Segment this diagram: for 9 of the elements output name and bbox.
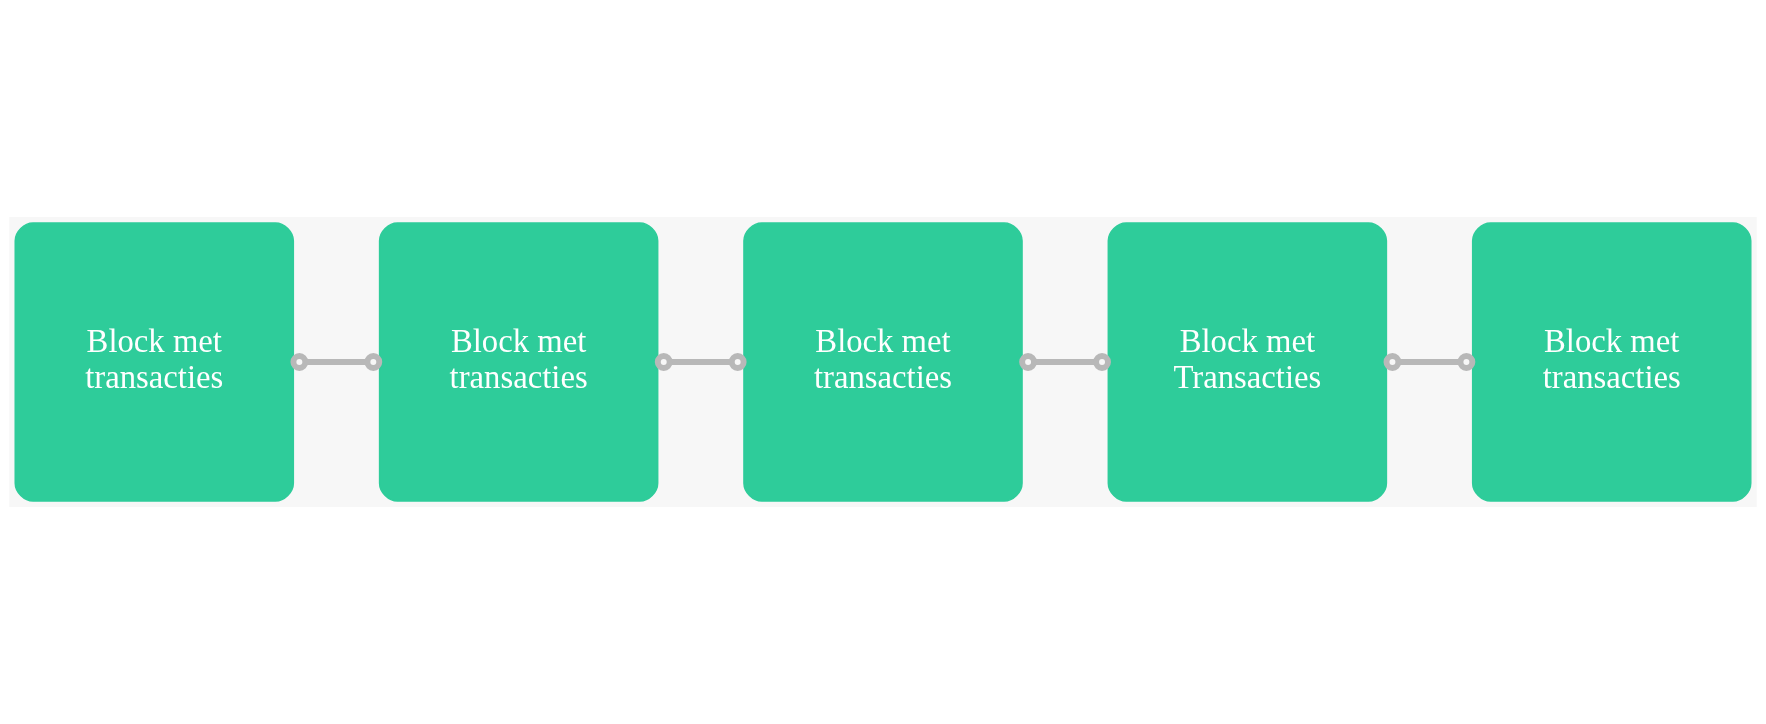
connector — [654, 353, 747, 371]
connector — [290, 353, 383, 371]
connector — [1019, 353, 1111, 371]
node-box: Block met Transacties — [1107, 222, 1388, 502]
node-box: Block met transacties — [378, 222, 659, 502]
node-box: Block met transacties — [1471, 222, 1752, 502]
connector — [1383, 353, 1476, 371]
node-box: Block met transacties — [743, 222, 1023, 502]
node-box: Block met transacties — [14, 222, 295, 502]
